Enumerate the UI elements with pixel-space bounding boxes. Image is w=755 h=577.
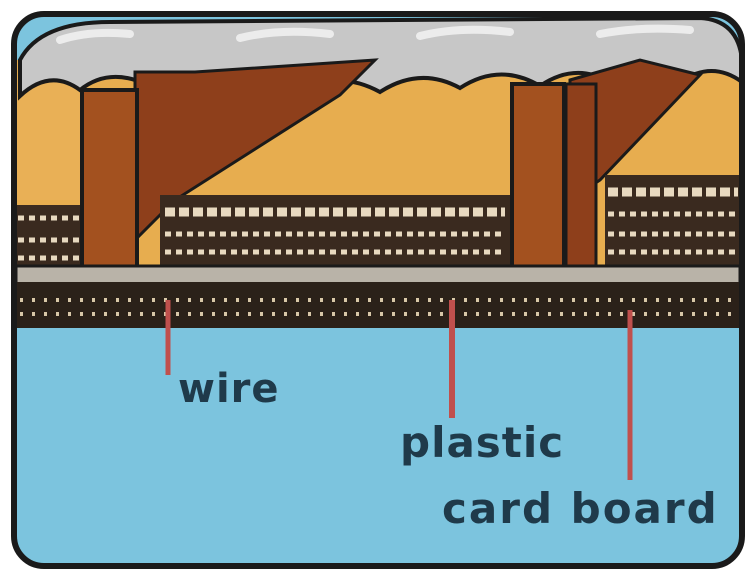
- wire-label: wire: [178, 366, 280, 412]
- left-beam: [82, 90, 137, 285]
- ceiling-strip: [16, 266, 740, 284]
- insulation-middle: [160, 195, 510, 270]
- cardboard-label: card board: [442, 484, 719, 533]
- insulation-right: [605, 175, 740, 265]
- far-right-beam: [566, 84, 596, 274]
- plastic-label: plastic: [400, 418, 564, 467]
- middle-beam: [512, 84, 564, 274]
- insulation-left: [16, 205, 86, 265]
